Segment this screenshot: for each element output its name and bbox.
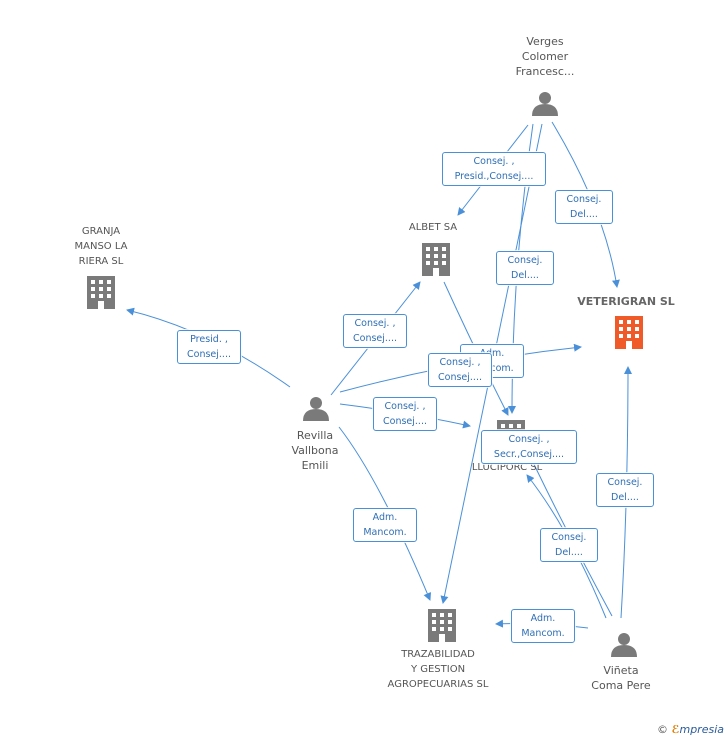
building-icon-granja <box>87 276 115 309</box>
person-icon-verges <box>532 92 558 116</box>
person-icon-revilla <box>303 397 329 421</box>
edge-label-vineta-veterigran[interactable]: Consej. Del.... <box>596 473 654 507</box>
footer-brand[interactable]: © ℰmpresia <box>657 723 724 736</box>
edge-label-revilla-lluciporc[interactable]: Consej. , Consej.... <box>373 397 437 431</box>
person-icon-vineta <box>611 633 637 657</box>
edge-label-verges-veterigran[interactable]: Consej. Del.... <box>555 190 613 224</box>
edge-label-revilla-trazabilidad[interactable]: Adm. Mancom. <box>353 508 417 542</box>
edge-label-verges-lluciporc[interactable]: Consej. , Secr.,Consej.... <box>481 430 577 464</box>
node-label-verges[interactable]: Verges Colomer Francesc... <box>515 35 575 78</box>
edge-label-verges-albet[interactable]: Consej. , Presid.,Consej.... <box>442 152 546 186</box>
node-label-revilla[interactable]: Revilla Vallbona Emili <box>291 429 339 472</box>
edge-revilla-trazabilidad <box>338 426 431 601</box>
node-label-lluciporc[interactable]: LLUCIPORC SL <box>471 462 543 473</box>
node-label-albet[interactable]: ALBET SA <box>408 222 458 233</box>
node-label-vineta[interactable]: Viñeta Coma Pere <box>591 664 651 692</box>
edge-label-vineta-trazabilidad[interactable]: Adm. Mancom. <box>511 609 575 643</box>
edge-label-verges-trazabilidad[interactable]: Consej. Del.... <box>496 251 554 285</box>
node-label-veterigran[interactable]: VETERIGRAN SL <box>577 295 675 308</box>
building-icon-veterigran <box>615 316 643 349</box>
edge-label-revilla-albet[interactable]: Consej. , Consej.... <box>343 314 407 348</box>
building-icon-albet <box>422 243 450 276</box>
copyright-symbol: © <box>656 723 668 736</box>
node-label-granja[interactable]: GRANJA MANSO LA RIERA SL <box>74 226 128 267</box>
building-icon-trazabilidad <box>428 609 456 642</box>
edge-label-vineta-lluciporc[interactable]: Consej. Del.... <box>540 528 598 562</box>
brand-name: mpresia <box>679 723 724 736</box>
edge-label-revilla-veterigran[interactable]: Consej. , Consej.... <box>428 353 492 387</box>
node-label-trazabilidad[interactable]: TRAZABILIDAD Y GESTION AGROPECUARIAS SL <box>387 649 489 690</box>
brand-e-logo: ℰ <box>671 723 680 736</box>
edge-label-revilla-granja[interactable]: Presid. , Consej.... <box>177 330 241 364</box>
